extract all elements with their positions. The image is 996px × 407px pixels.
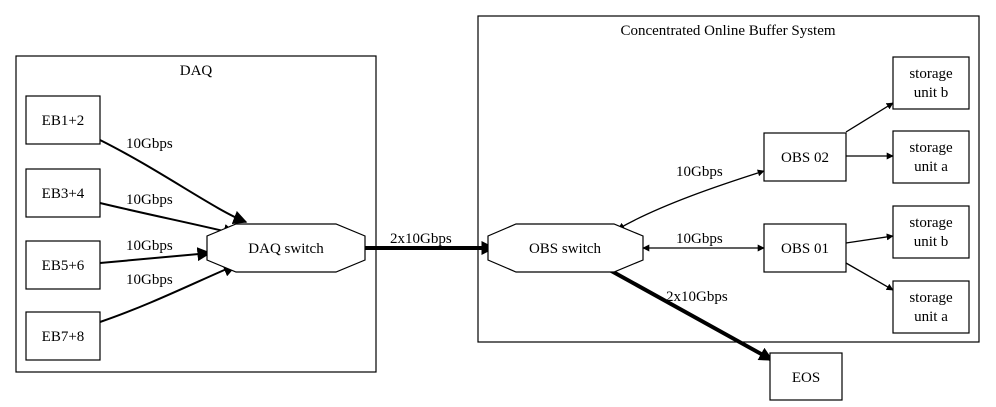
node-storage-01b-line2: unit b [914, 234, 949, 250]
edge-label-obs-obs02: 10Gbps [676, 164, 723, 180]
edge-labels: 10Gbps 10Gbps 10Gbps 10Gbps 2x10Gbps 10G… [126, 136, 728, 305]
node-storage-01a: storage unit a [892, 280, 970, 334]
edge-label-obs-obs01: 10Gbps [676, 231, 723, 247]
daq-cluster: DAQ [15, 55, 377, 373]
node-eb78-label: EB7+8 [42, 329, 85, 345]
node-eos-label: EOS [792, 370, 820, 386]
edge-label-eb12: 10Gbps [126, 136, 173, 152]
node-storage-01b: storage unit b [892, 205, 970, 259]
edge-label-eb78: 10Gbps [126, 272, 173, 288]
edge-obs-eos [605, 266, 774, 362]
node-obs-switch-label: OBS switch [529, 241, 602, 257]
node-daq-switch-label: DAQ switch [248, 241, 324, 257]
node-storage-01a-line1: storage [909, 290, 953, 306]
edge-eb78-daq [99, 263, 238, 323]
node-eos: EOS [769, 352, 843, 401]
edge-eb12-daq [99, 139, 248, 224]
node-eb34-label: EB3+4 [42, 186, 85, 202]
edge-label-eb34: 10Gbps [126, 192, 173, 208]
node-eb56: EB5+6 [25, 240, 101, 290]
obs-system-cluster-label: Concentrated Online Buffer System [620, 23, 835, 39]
node-eb12: EB1+2 [25, 95, 101, 145]
node-storage-02b: storage unit b [892, 56, 970, 110]
edge-label-eb56: 10Gbps [126, 238, 173, 254]
edge-eb56-daq [99, 247, 212, 264]
node-obs01: OBS 01 [763, 223, 847, 273]
node-obs01-label: OBS 01 [781, 241, 829, 257]
edge-label-obs-eos: 2x10Gbps [666, 289, 728, 305]
daq-cluster-label: DAQ [180, 63, 213, 79]
node-storage-01b-line1: storage [909, 215, 953, 231]
node-eb12-label: EB1+2 [42, 113, 85, 129]
node-eb78: EB7+8 [25, 311, 101, 361]
edge-obs01-storage-b [845, 233, 894, 244]
node-obs02: OBS 02 [763, 132, 847, 182]
node-obs-switch: OBS switch [487, 223, 644, 273]
node-daq-switch: DAQ switch [206, 223, 366, 273]
edges [99, 102, 894, 362]
node-storage-02b-line2: unit b [914, 85, 949, 101]
obs-system-cluster: Concentrated Online Buffer System [477, 15, 980, 343]
node-storage-02a-line2: unit a [914, 159, 948, 175]
edge-obs-obs02 [617, 169, 765, 230]
edge-obs01-storage-a [845, 262, 894, 291]
node-storage-02a-line1: storage [909, 140, 953, 156]
node-obs02-label: OBS 02 [781, 150, 829, 166]
node-eb34: EB3+4 [25, 168, 101, 218]
node-storage-02b-line1: storage [909, 66, 953, 82]
node-eb56-label: EB5+6 [42, 258, 85, 274]
edge-label-daq-obs: 2x10Gbps [390, 231, 452, 247]
node-storage-02a: storage unit a [892, 130, 970, 184]
edge-obs02-storage-b [845, 102, 894, 133]
node-storage-01a-line2: unit a [914, 309, 948, 325]
